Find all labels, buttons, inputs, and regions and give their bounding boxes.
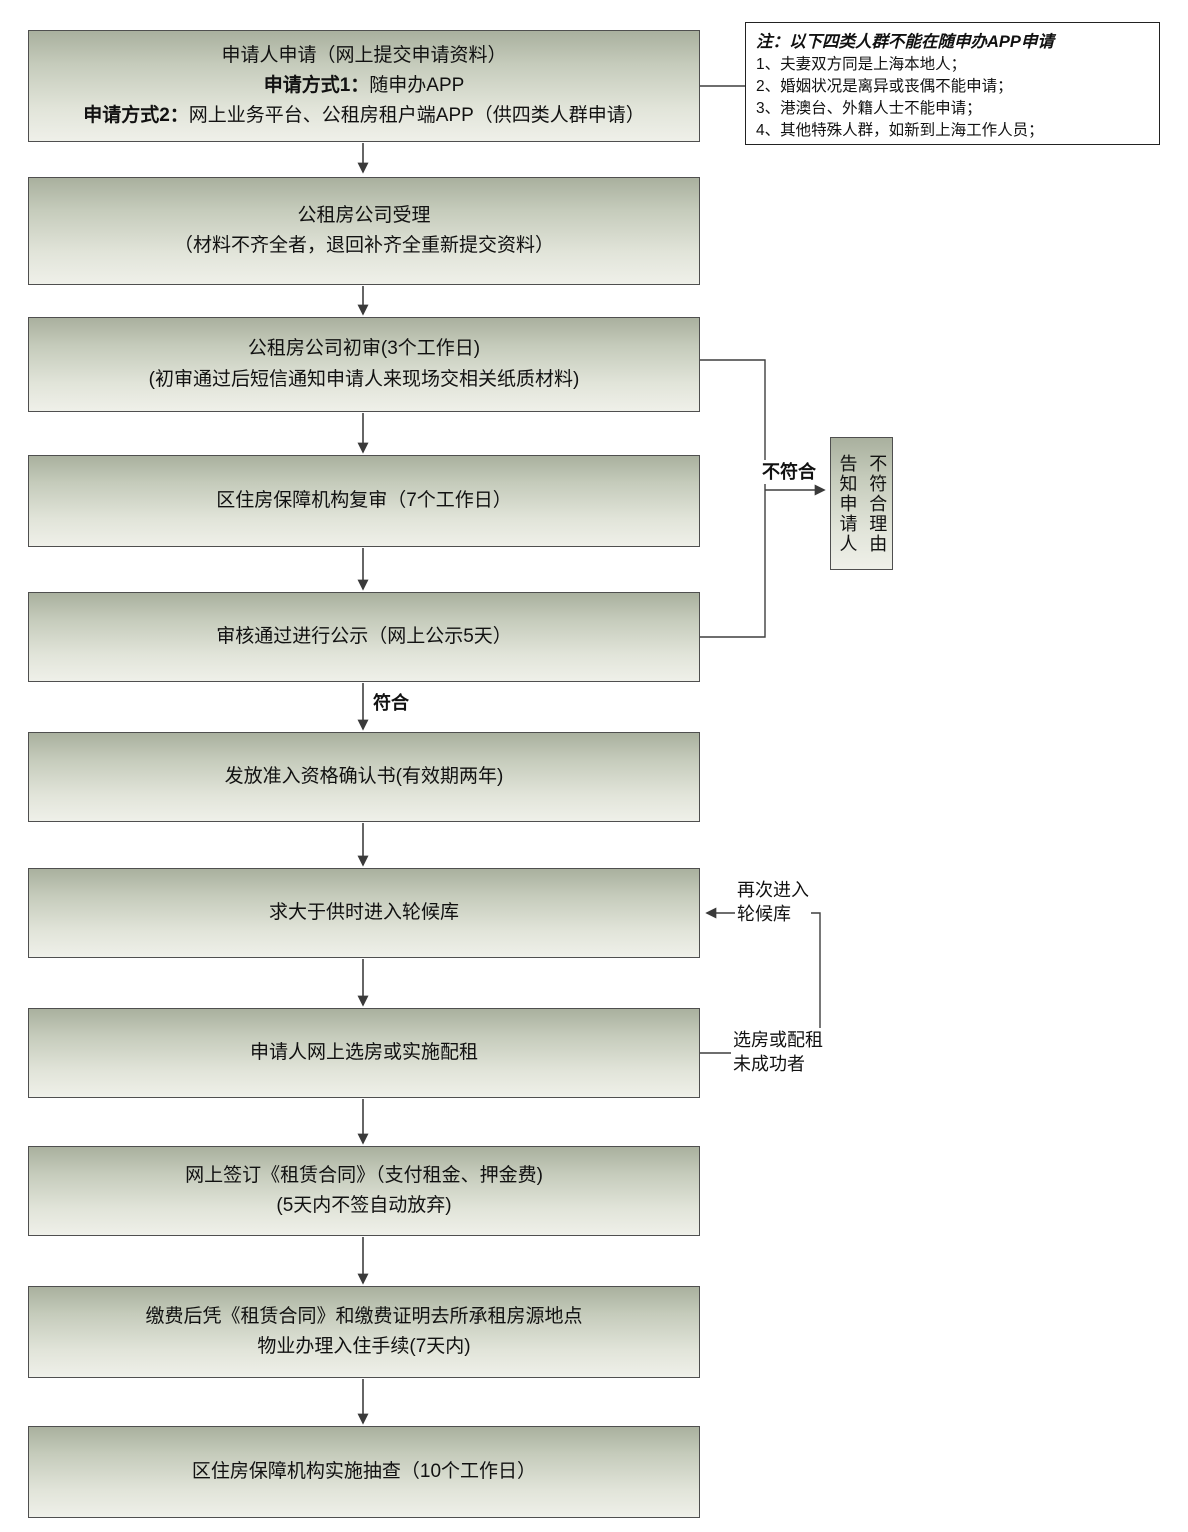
step8-line1: 申请人网上选房或实施配租 xyxy=(249,1041,478,1063)
step1-line3-method: 申请方式2： xyxy=(83,105,189,126)
step1-line1: 申请人申请（网上提交申请资料） xyxy=(221,44,507,66)
flow-step-second-review: 区住房保障机构复审（7个工作日） xyxy=(28,455,700,547)
step1-line2-text: 随申办APP xyxy=(369,74,465,96)
note-item-1: 1、夫妻双方同是上海本地人； xyxy=(756,56,967,73)
note-box: 注：以下四类人群不能在随申办APP申请 1、夫妻双方同是上海本地人； 2、婚姻状… xyxy=(745,22,1160,145)
notify-reason-box: 告知申请人 不符合理由 xyxy=(830,437,893,570)
step1-line2: 申请方式1：随申办APP xyxy=(29,71,699,101)
step4-line1: 区住房保障机构复审（7个工作日） xyxy=(216,489,512,511)
label-conform: 符合 xyxy=(371,691,411,716)
step1-line3-text: 网上业务平台、公租房租户端APP（供四类人群申请） xyxy=(188,105,645,126)
flow-step-select-housing: 申请人网上选房或实施配租 xyxy=(28,1008,700,1098)
step3-line2: (初审通过后短信通知申请人来现场交相关纸质材料) xyxy=(148,368,580,390)
step9-line2: (5天内不签自动放弃) xyxy=(276,1195,452,1216)
step2-line1: 公租房公司受理 xyxy=(297,204,431,226)
label-reenter-queue: 再次进入 轮候库 xyxy=(735,878,811,927)
step7-line1: 求大于供时进入轮候库 xyxy=(268,901,459,923)
note-title: 注：以下四类人群不能在随申办APP申请 xyxy=(756,33,1054,51)
flow-step-acceptance: 公租房公司受理 （材料不齐全者，退回补齐全重新提交资料） xyxy=(28,177,700,285)
step5-line1: 审核通过进行公示（网上公示5天） xyxy=(216,625,512,647)
step6-line1: 发放准入资格确认书(有效期两年) xyxy=(224,765,504,787)
flow-step-waitlist: 求大于供时进入轮候库 xyxy=(28,868,700,958)
step10-line1: 缴费后凭《租赁合同》和缴费证明去所承租房源地点 xyxy=(145,1305,583,1327)
label-unsuccessful: 选房或配租 未成功者 xyxy=(731,1028,825,1077)
step2-line2: （材料不齐全者，退回补齐全重新提交资料） xyxy=(173,235,554,256)
step10-line2: 物业办理入住手续(7天内) xyxy=(257,1336,471,1357)
step3-line1: 公租房公司初审(3个工作日) xyxy=(247,338,481,360)
note-item-3: 3、港澳台、外籍人士不能申请； xyxy=(756,100,982,117)
flow-step-initial-review: 公租房公司初审(3个工作日) (初审通过后短信通知申请人来现场交相关纸质材料) xyxy=(28,317,700,412)
flow-step-move-in: 缴费后凭《租赁合同》和缴费证明去所承租房源地点 物业办理入住手续(7天内) xyxy=(28,1286,700,1378)
notify-reason-text: 告知申请人 不符合理由 xyxy=(837,453,888,554)
flow-step-spot-check: 区住房保障机构实施抽查（10个工作日） xyxy=(28,1426,700,1518)
note-item-4: 4、其他特殊人群，如新到上海工作人员； xyxy=(756,122,1044,139)
step9-line1: 网上签订《租赁合同》（支付租金、押金费) xyxy=(185,1164,543,1186)
reject-branch-line xyxy=(700,359,826,638)
note-item-2: 2、婚姻状况是离异或丧偶不能申请； xyxy=(756,78,1013,95)
step1-line3: 申请方式2：网上业务平台、公租房租户端APP（供四类人群申请） xyxy=(29,101,699,131)
flow-step-publicity: 审核通过进行公示（网上公示5天） xyxy=(28,592,700,682)
flow-step-apply: 申请人申请（网上提交申请资料） 申请方式1：随申办APP 申请方式2：网上业务平… xyxy=(28,30,700,142)
flow-step-qualification: 发放准入资格确认书(有效期两年) xyxy=(28,732,700,822)
label-not-conform: 不符合 xyxy=(760,460,818,485)
flow-step-sign-contract: 网上签订《租赁合同》（支付租金、押金费) (5天内不签自动放弃) xyxy=(28,1146,700,1236)
step11-line1: 区住房保障机构实施抽查（10个工作日） xyxy=(191,1460,537,1482)
step1-line2-method: 申请方式1： xyxy=(263,74,370,96)
